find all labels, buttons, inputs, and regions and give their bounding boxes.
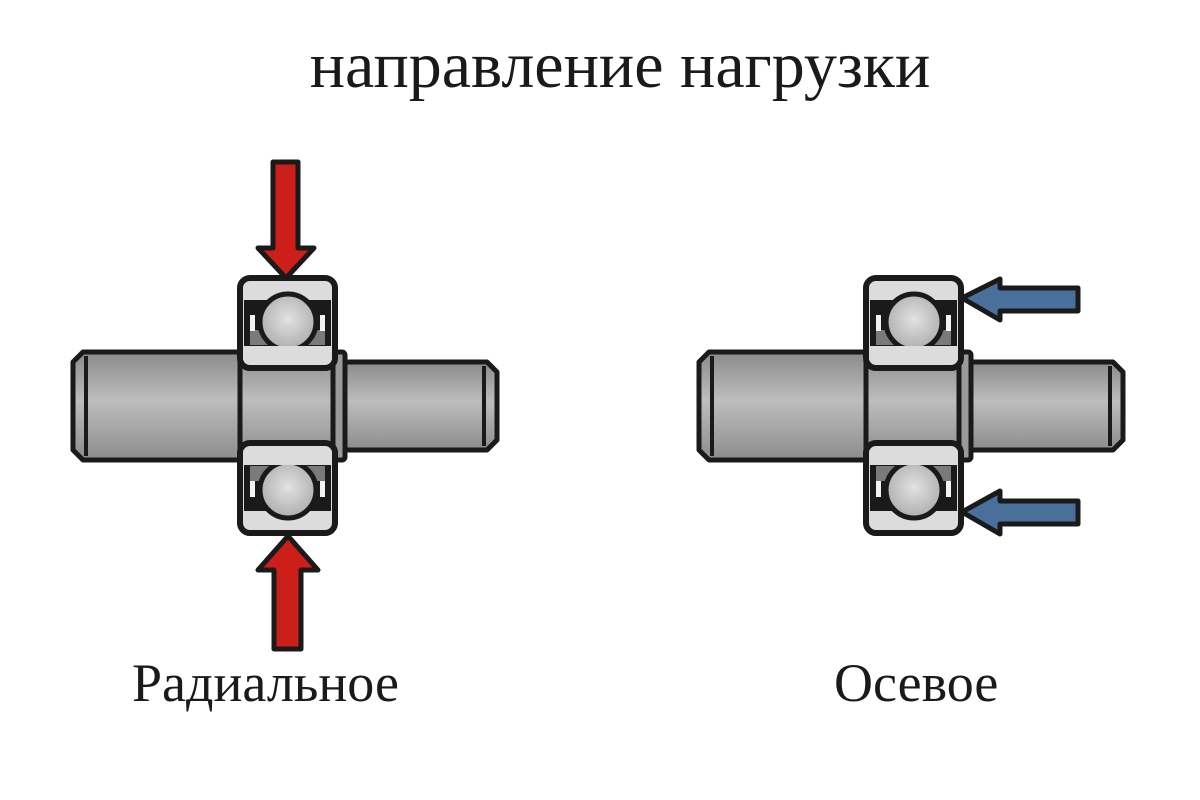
radial-label: Радиальное: [132, 653, 399, 713]
page-title: направление нагрузки: [309, 29, 931, 102]
arrow-left-icon: [959, 276, 1081, 323]
axial-label: Осевое: [834, 653, 999, 713]
arrow-up-icon: [255, 533, 321, 652]
radial-bearing-assembly: [73, 278, 497, 533]
axial-bearing-assembly: [699, 278, 1123, 533]
arrow-left-icon: [959, 488, 1081, 537]
arrow-down-icon: [255, 159, 317, 281]
